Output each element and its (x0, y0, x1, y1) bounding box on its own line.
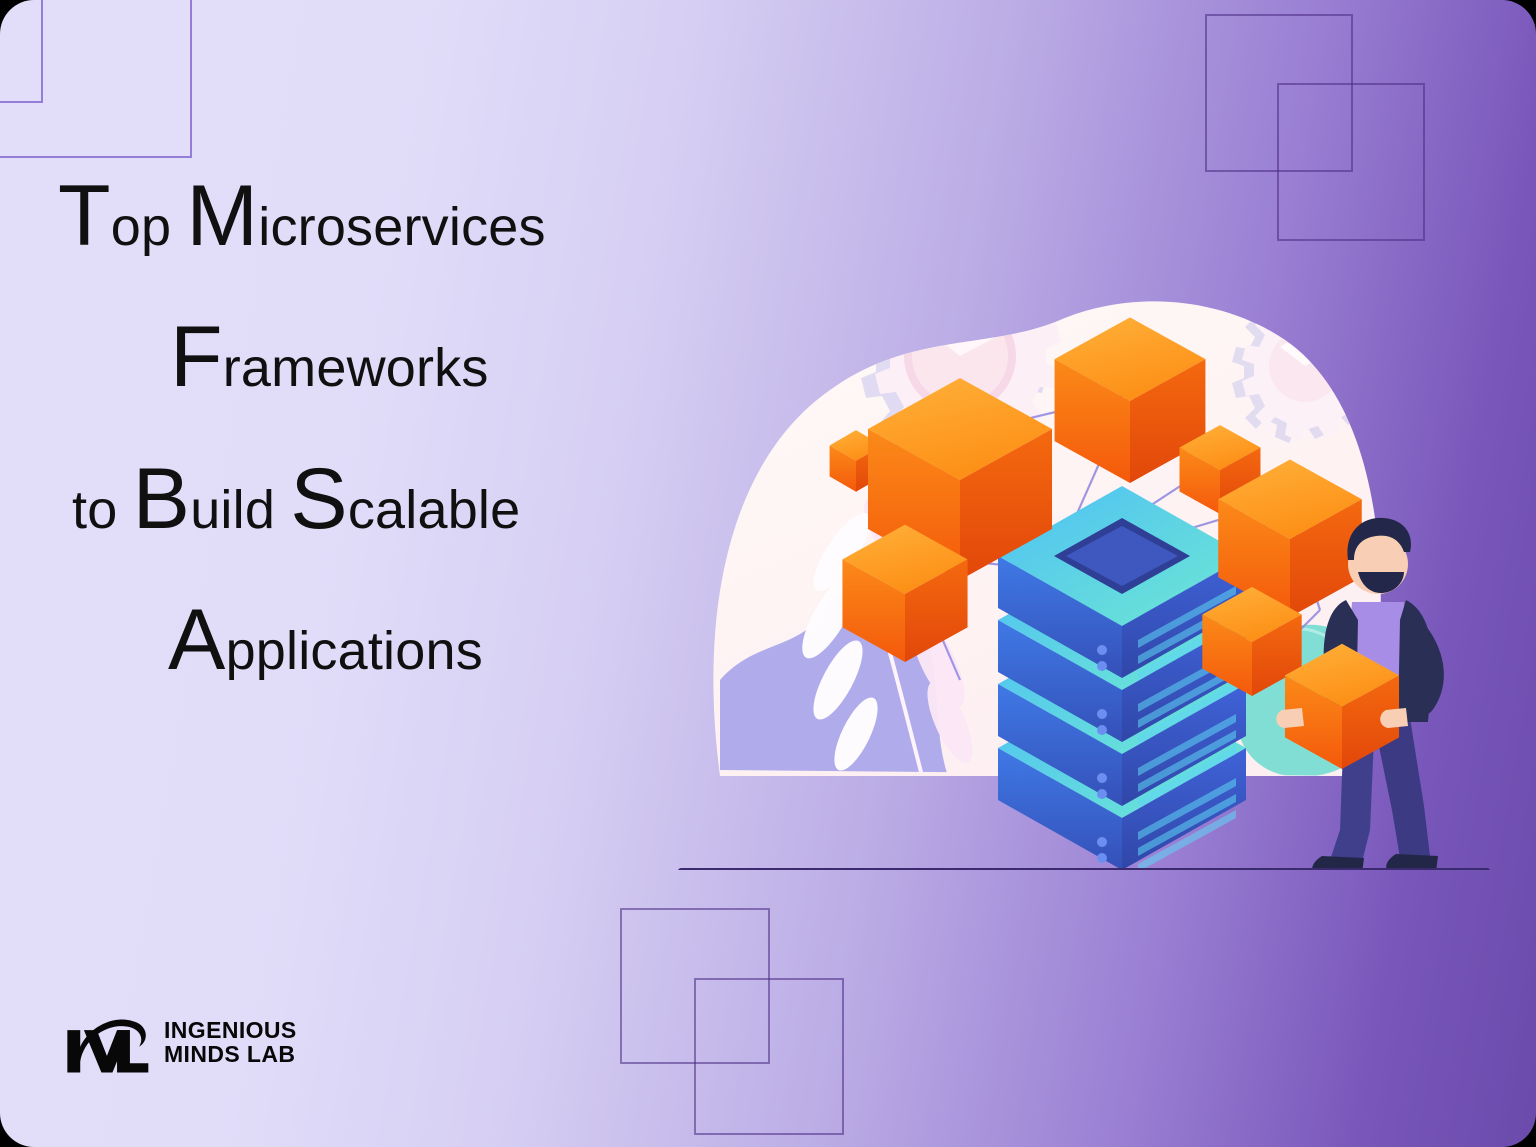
title-text-uild: uild (190, 479, 291, 540)
title-text-op: op (110, 197, 187, 257)
title-text-to: to (72, 479, 133, 540)
title-dropcap-t: T (58, 168, 111, 264)
decor-square-top-right-a (1205, 14, 1353, 172)
title-line-1: Top Microservices (0, 173, 700, 259)
cube-large-upper-left (868, 378, 1052, 580)
logo-wordmark: INGENIOUS MINDS LAB (164, 1017, 297, 1067)
brand-logo: INGENIOUS MINDS LAB (60, 1006, 297, 1080)
title-text-icroservices: icroservices (258, 197, 546, 257)
page-title: Top Microservices Frameworks to Build Sc… (0, 173, 700, 683)
title-line-3: to Build Scalable (0, 456, 700, 542)
title-text-calable: calable (347, 479, 521, 540)
title-text-rameworks: rameworks (222, 338, 489, 399)
person-holding-cube (1276, 517, 1444, 870)
title-text-pplications: pplications (225, 621, 483, 682)
microservices-illustration (660, 210, 1490, 870)
title-dropcap-f: F (170, 309, 223, 406)
title-dropcap-a: A (168, 592, 226, 689)
decor-square-top-right-b (1277, 83, 1425, 241)
title-line-4: Applications (0, 597, 700, 683)
decor-square-top-left-outer (0, 0, 192, 158)
decor-square-top-left-inner (0, 0, 43, 103)
logo-line-1: INGENIOUS (164, 1017, 297, 1044)
logo-line-2: MINDS LAB (164, 1041, 296, 1067)
cube-right-lower (1202, 586, 1302, 696)
title-dropcap-s: S (290, 450, 348, 547)
illustration-svg (678, 301, 1490, 870)
title-dropcap-b: B (132, 450, 191, 547)
title-line-2: Frameworks (0, 314, 700, 400)
server-stack-icon (998, 486, 1246, 870)
decor-square-bottom-b (694, 978, 844, 1135)
server-layer-1-top (998, 486, 1246, 680)
cube-right (1218, 459, 1362, 617)
gear-small-icon (1232, 301, 1381, 443)
ground-line (678, 868, 1490, 870)
title-dropcap-m: M (186, 168, 259, 264)
iml-monogram-icon (67, 1019, 149, 1073)
cube-held-by-person (1284, 643, 1400, 769)
cube-network-group (829, 317, 1362, 696)
cube-top (1054, 317, 1206, 483)
